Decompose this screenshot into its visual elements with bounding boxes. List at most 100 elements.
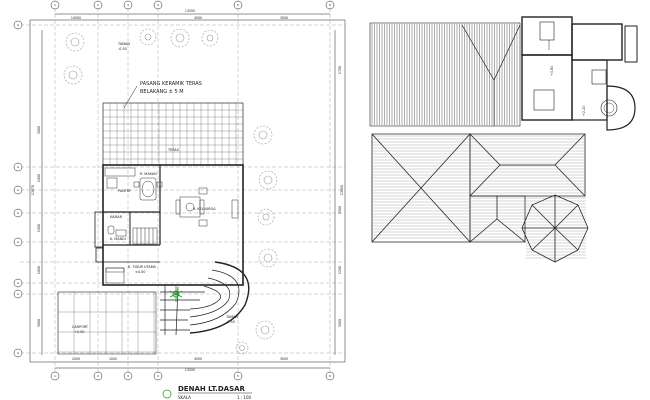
carport-area bbox=[57, 291, 157, 355]
kitchen-counter-icon bbox=[104, 167, 136, 189]
grid-bubble: 6 bbox=[325, 371, 335, 381]
label-garden-top: TAMAN bbox=[117, 42, 130, 46]
grid-bubble: 1 bbox=[50, 0, 60, 10]
dim-bottom: 4500 bbox=[194, 357, 202, 361]
tree-icon bbox=[253, 125, 273, 145]
toilet-icon bbox=[107, 225, 127, 237]
grid-bubble: A bbox=[13, 162, 23, 172]
title-marker-icon bbox=[162, 389, 172, 399]
tree-icon bbox=[258, 248, 278, 268]
grid-bubble: 3 bbox=[123, 0, 133, 10]
svg-text:5: 5 bbox=[237, 374, 239, 378]
tree-icon bbox=[235, 341, 249, 355]
svg-text:2: 2 bbox=[97, 374, 99, 378]
label-upper-level-2: +2.20 bbox=[582, 106, 586, 116]
house-walls bbox=[94, 164, 244, 286]
dim-top-total: 13200 bbox=[185, 9, 195, 13]
tree-icon bbox=[139, 28, 157, 46]
svg-text:A: A bbox=[17, 188, 20, 192]
dimension-frame bbox=[29, 13, 346, 369]
grid-bubble: A bbox=[13, 278, 23, 288]
dim-right: 3000 bbox=[338, 319, 342, 327]
dim-left: 3000 bbox=[37, 126, 41, 134]
dim-top: 10000 bbox=[71, 16, 81, 20]
grid-bubble: 3 bbox=[123, 371, 133, 381]
grid-bubble: 4 bbox=[153, 0, 163, 10]
grid-lines bbox=[20, 8, 345, 372]
scale-value: 1 : 100 bbox=[237, 395, 252, 400]
drawing-title: DENAH LT.DASAR bbox=[178, 385, 246, 393]
dim-top: 3000 bbox=[280, 16, 288, 20]
tv-cabinet-icon bbox=[231, 199, 239, 219]
label-terrace-note-1: PASANG KERAMIK TERAS bbox=[140, 81, 202, 87]
svg-text:5: 5 bbox=[237, 3, 239, 7]
dim-bottom: 1000 bbox=[109, 357, 117, 361]
svg-text:A: A bbox=[17, 351, 20, 355]
grid-bubble: 1 bbox=[50, 371, 60, 381]
svg-text:1: 1 bbox=[54, 3, 56, 7]
svg-text:6: 6 bbox=[329, 3, 331, 7]
bed-icon bbox=[105, 267, 125, 284]
dim-left: 1000 bbox=[37, 174, 41, 182]
label-terrace-note-2: BELAKANG ± 5 M bbox=[140, 89, 184, 95]
curved-porch bbox=[160, 261, 250, 336]
scale-word: SKALA bbox=[178, 395, 191, 400]
top-grid-bubbles: 1 2 3 4 5 6 bbox=[50, 0, 335, 10]
svg-text:A: A bbox=[17, 211, 20, 215]
tree-icon bbox=[257, 208, 275, 226]
label-garden-bottom: TAMAN bbox=[225, 315, 238, 319]
svg-text:2: 2 bbox=[97, 3, 99, 7]
label-terrace: TERAS bbox=[167, 148, 179, 152]
label-garden-bottom-level: -0.50 bbox=[226, 320, 235, 324]
plant-icon bbox=[169, 286, 183, 302]
label-upper-level: +0.80 bbox=[550, 66, 554, 76]
label-bath: K. MANDI bbox=[110, 237, 126, 241]
svg-text:3: 3 bbox=[127, 3, 129, 7]
tree-icon bbox=[255, 320, 275, 340]
family-seating-icon bbox=[175, 187, 208, 227]
bottom-grid-bubbles: 1 2 3 4 5 6 bbox=[50, 371, 335, 381]
grid-bubble: 5 bbox=[233, 0, 243, 10]
grid-bubble: 2 bbox=[93, 371, 103, 381]
label-carport: CARPORT bbox=[72, 325, 89, 329]
dim-bottom: 3000 bbox=[280, 357, 288, 361]
grid-bubble: 2 bbox=[93, 0, 103, 10]
grid-bubble: A bbox=[13, 237, 23, 247]
label-master-level: ±0.00 bbox=[135, 270, 145, 274]
dim-left: 1500 bbox=[37, 224, 41, 232]
tree-icon bbox=[258, 170, 278, 190]
tree-icon bbox=[65, 32, 85, 52]
dim-bottom-total: 13200 bbox=[185, 368, 195, 372]
roof-plan bbox=[371, 133, 589, 263]
back-terrace bbox=[102, 102, 244, 166]
svg-text:1: 1 bbox=[54, 374, 56, 378]
title-block: DENAH LT.DASAR SKALA 1 : 100 bbox=[162, 385, 252, 400]
terrace-leader-line bbox=[123, 85, 138, 109]
dimension-labels: 13200 10000 4500 3000 13200 2000 1000 45… bbox=[31, 9, 344, 372]
tree-icon bbox=[170, 28, 190, 48]
grid-bubble: 4 bbox=[153, 371, 163, 381]
dim-right-total: 13000 bbox=[340, 185, 344, 195]
svg-text:A: A bbox=[17, 292, 20, 296]
upper-floor-plan bbox=[369, 16, 638, 131]
svg-text:A: A bbox=[17, 23, 20, 27]
furniture bbox=[104, 167, 239, 284]
grid-bubble: A bbox=[13, 208, 23, 218]
label-master: R. TIDUR UTAMA bbox=[128, 265, 157, 269]
dim-left: 1000 bbox=[37, 266, 41, 274]
dim-left: 3000 bbox=[37, 319, 41, 327]
svg-text:6: 6 bbox=[329, 374, 331, 378]
room-labels: TAMAN -0.50 PASANG KERAMIK TERAS BELAKAN… bbox=[72, 42, 238, 334]
grid-bubble: A bbox=[13, 20, 23, 30]
dim-right: 3500 bbox=[338, 206, 342, 214]
stair-icon bbox=[132, 227, 158, 245]
svg-text:A: A bbox=[17, 281, 20, 285]
label-pantry: PANTRY bbox=[118, 189, 132, 193]
grid-bubble: A bbox=[13, 289, 23, 299]
dim-bottom: 2000 bbox=[72, 357, 80, 361]
grid-bubble: 5 bbox=[233, 371, 243, 381]
dim-left-total: 13970 bbox=[31, 185, 35, 195]
svg-text:4: 4 bbox=[157, 3, 159, 7]
left-grid-bubbles: A A A A A A A A bbox=[13, 20, 23, 358]
